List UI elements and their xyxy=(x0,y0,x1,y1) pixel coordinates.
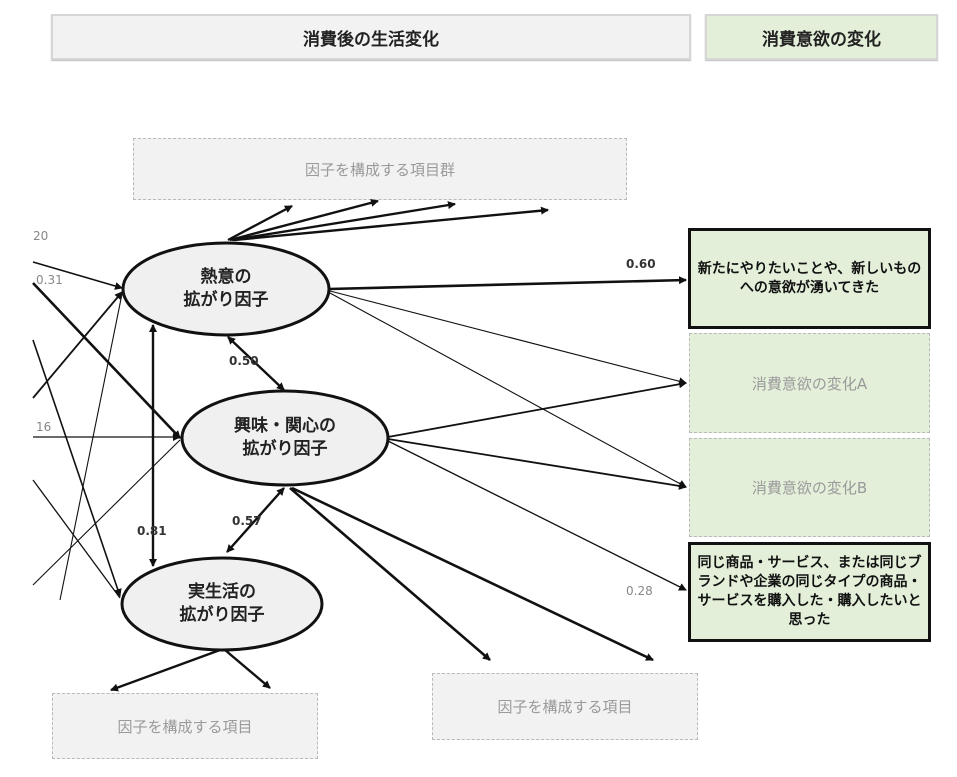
factor-interest-line2: 拡がり因子 xyxy=(242,439,328,459)
path-enthusiasm-new-desire xyxy=(328,276,687,291)
path-left-to-enthusiasm-1 xyxy=(32,261,123,290)
path-enthusiasm-change-a xyxy=(329,290,687,386)
path-left-to-interest-diag xyxy=(32,439,181,586)
path-reallife-item-1 xyxy=(110,648,221,692)
item-group-bottom-right: 因子を構成する項目 xyxy=(432,673,698,740)
factor-reallife-line2: 拡がり因子 xyxy=(179,605,265,625)
coef-interest-reallife: 0.57 xyxy=(232,514,262,528)
path-enthusiasm-item-3 xyxy=(231,201,456,242)
path-left-to-enthusiasm-3 xyxy=(59,293,123,601)
cov-enthusiasm-interest xyxy=(227,336,285,391)
coef-left-partial-3: 16 xyxy=(36,420,52,434)
factor-reallife-line1: 実生活の xyxy=(188,582,256,603)
path-enthusiasm-item-2 xyxy=(229,198,379,242)
path-enthusiasm-item-1 xyxy=(227,204,293,242)
item-group-top: 因子を構成する項目群 xyxy=(133,138,627,200)
outcome-repurchase: 同じ商品・サービス、または同じブランドや企業の同じタイプの商品・サービスを購入し… xyxy=(688,542,931,642)
factor-enthusiasm-ellipse xyxy=(121,241,331,337)
path-left-to-reallife-2 xyxy=(32,479,121,599)
coef-enthusiasm-interest: 0.50 xyxy=(229,354,259,368)
factor-enthusiasm-line1: 熱意の xyxy=(200,267,252,288)
coef-left-partial-1: 20 xyxy=(33,229,49,243)
path-left-to-reallife-1 xyxy=(32,339,122,597)
outcome-change-b: 消費意欲の変化B xyxy=(689,438,930,537)
factor-interest-line1: 興味・関心の xyxy=(234,416,336,437)
path-reallife-item-2 xyxy=(224,649,271,689)
coef-left-partial-2: 0.31 xyxy=(36,273,63,287)
factor-reallife-label: 実生活の拡がり因子 xyxy=(122,570,322,638)
path-interest-repurchase xyxy=(387,440,687,591)
path-interest-item-1 xyxy=(289,487,491,661)
coef-enthusiasm-reallife: 0.81 xyxy=(137,524,167,538)
path-interest-change-a xyxy=(387,380,687,438)
item-group-bottom-left: 因子を構成する項目 xyxy=(52,693,318,759)
factor-enthusiasm-line2: 拡がり因子 xyxy=(183,290,269,310)
path-enthusiasm-change-b xyxy=(329,292,687,488)
factor-reallife-ellipse xyxy=(120,556,324,652)
path-left-to-enthusiasm-2 xyxy=(32,291,123,399)
factor-interest-label: 興味・関心の拡がり因子 xyxy=(185,404,385,472)
section-header-lifestyle-change: 消費後の生活変化 xyxy=(51,14,691,60)
factor-enthusiasm-label: 熱意の拡がり因子 xyxy=(126,255,326,323)
cov-interest-reallife xyxy=(226,487,285,553)
factor-interest-ellipse xyxy=(180,389,390,487)
coef-enthusiasm-new-desire: 0.60 xyxy=(626,257,656,271)
path-interest-item-2 xyxy=(291,486,654,662)
outcome-new-desire: 新たにやりたいことや、新しいものへの意欲が湧いてきた xyxy=(688,228,931,329)
section-header-consumption-desire: 消費意欲の変化 xyxy=(705,14,938,60)
outcome-change-a: 消費意欲の変化A xyxy=(689,333,930,433)
path-enthusiasm-item-4 xyxy=(233,206,549,242)
coef-interest-repurchase: 0.28 xyxy=(626,584,653,598)
path-interest-change-b xyxy=(387,438,687,490)
